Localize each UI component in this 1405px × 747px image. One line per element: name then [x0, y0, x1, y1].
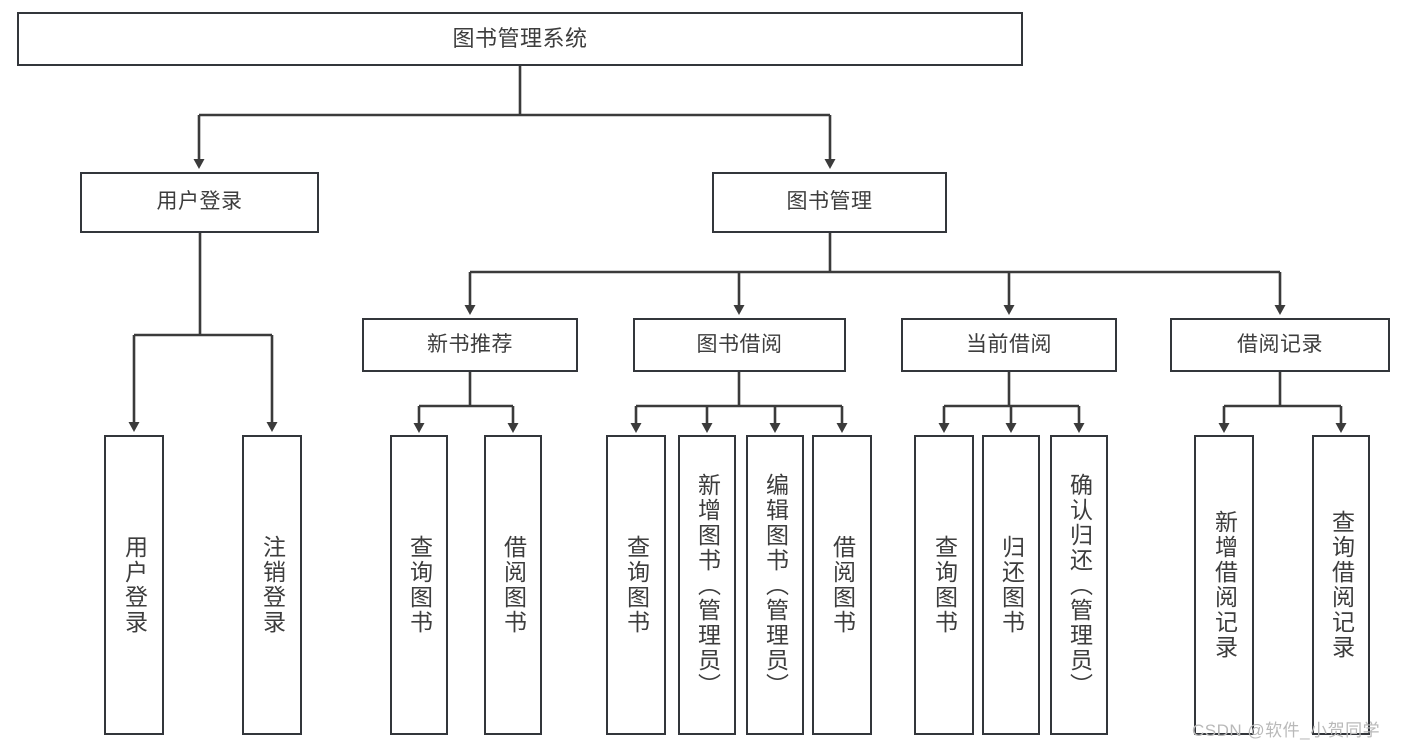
leaf-logout[interactable]: 注销登录 [242, 435, 302, 735]
csdn-watermark: CSDN @软件_小贺同学 [1192, 721, 1381, 740]
leaf-user-login[interactable]: 用户登录 [104, 435, 164, 735]
leaf-borrow-book-1[interactable]: 借阅图书 [484, 435, 542, 735]
node-borrow-record-label: 借阅记录 [1237, 332, 1323, 356]
leaf-query-book-2-label: 查询图书 [623, 535, 650, 635]
leaf-query-book-1-label: 查询图书 [406, 535, 433, 635]
node-new-book-recommend-label: 新书推荐 [427, 332, 513, 356]
leaf-borrow-book-2-label: 借阅图书 [829, 535, 856, 635]
node-book-borrow-label: 图书借阅 [696, 332, 783, 356]
leaf-add-record[interactable]: 新增借阅记录 [1194, 435, 1254, 735]
node-book-management-label: 图书管理 [786, 190, 873, 214]
leaf-edit-book-label: 编辑图书（管理员） [762, 472, 789, 698]
leaf-edit-book[interactable]: 编辑图书（管理员） [746, 435, 804, 735]
leaf-return-book-label: 归还图书 [998, 535, 1025, 635]
leaf-add-record-label: 新增借阅记录 [1211, 510, 1238, 660]
leaf-query-book-3-label: 查询图书 [931, 535, 958, 635]
node-root-label: 图书管理系统 [452, 26, 588, 52]
node-borrow-record[interactable]: 借阅记录 [1170, 318, 1390, 372]
node-user-login[interactable]: 用户登录 [80, 172, 319, 233]
leaf-borrow-book-1-label: 借阅图书 [500, 535, 527, 635]
leaf-user-login-label: 用户登录 [121, 535, 148, 635]
leaf-query-book-3[interactable]: 查询图书 [914, 435, 974, 735]
leaf-return-book[interactable]: 归还图书 [982, 435, 1040, 735]
leaf-confirm-return[interactable]: 确认归还（管理员） [1050, 435, 1108, 735]
node-book-borrow[interactable]: 图书借阅 [633, 318, 846, 372]
leaf-query-record-label: 查询借阅记录 [1328, 510, 1355, 660]
node-book-management[interactable]: 图书管理 [712, 172, 947, 233]
node-new-book-recommend[interactable]: 新书推荐 [362, 318, 578, 372]
leaf-borrow-book-2[interactable]: 借阅图书 [812, 435, 872, 735]
node-root[interactable]: 图书管理系统 [17, 12, 1023, 66]
leaf-logout-label: 注销登录 [259, 535, 286, 635]
leaf-query-book-1[interactable]: 查询图书 [390, 435, 448, 735]
leaf-query-book-2[interactable]: 查询图书 [606, 435, 666, 735]
leaf-add-book[interactable]: 新增图书（管理员） [678, 435, 736, 735]
node-current-borrow-label: 当前借阅 [966, 332, 1052, 356]
leaf-query-record[interactable]: 查询借阅记录 [1312, 435, 1370, 735]
node-current-borrow[interactable]: 当前借阅 [901, 318, 1117, 372]
leaf-add-book-label: 新增图书（管理员） [694, 472, 721, 698]
node-user-login-label: 用户登录 [156, 190, 243, 214]
leaf-confirm-return-label: 确认归还（管理员） [1066, 472, 1093, 698]
